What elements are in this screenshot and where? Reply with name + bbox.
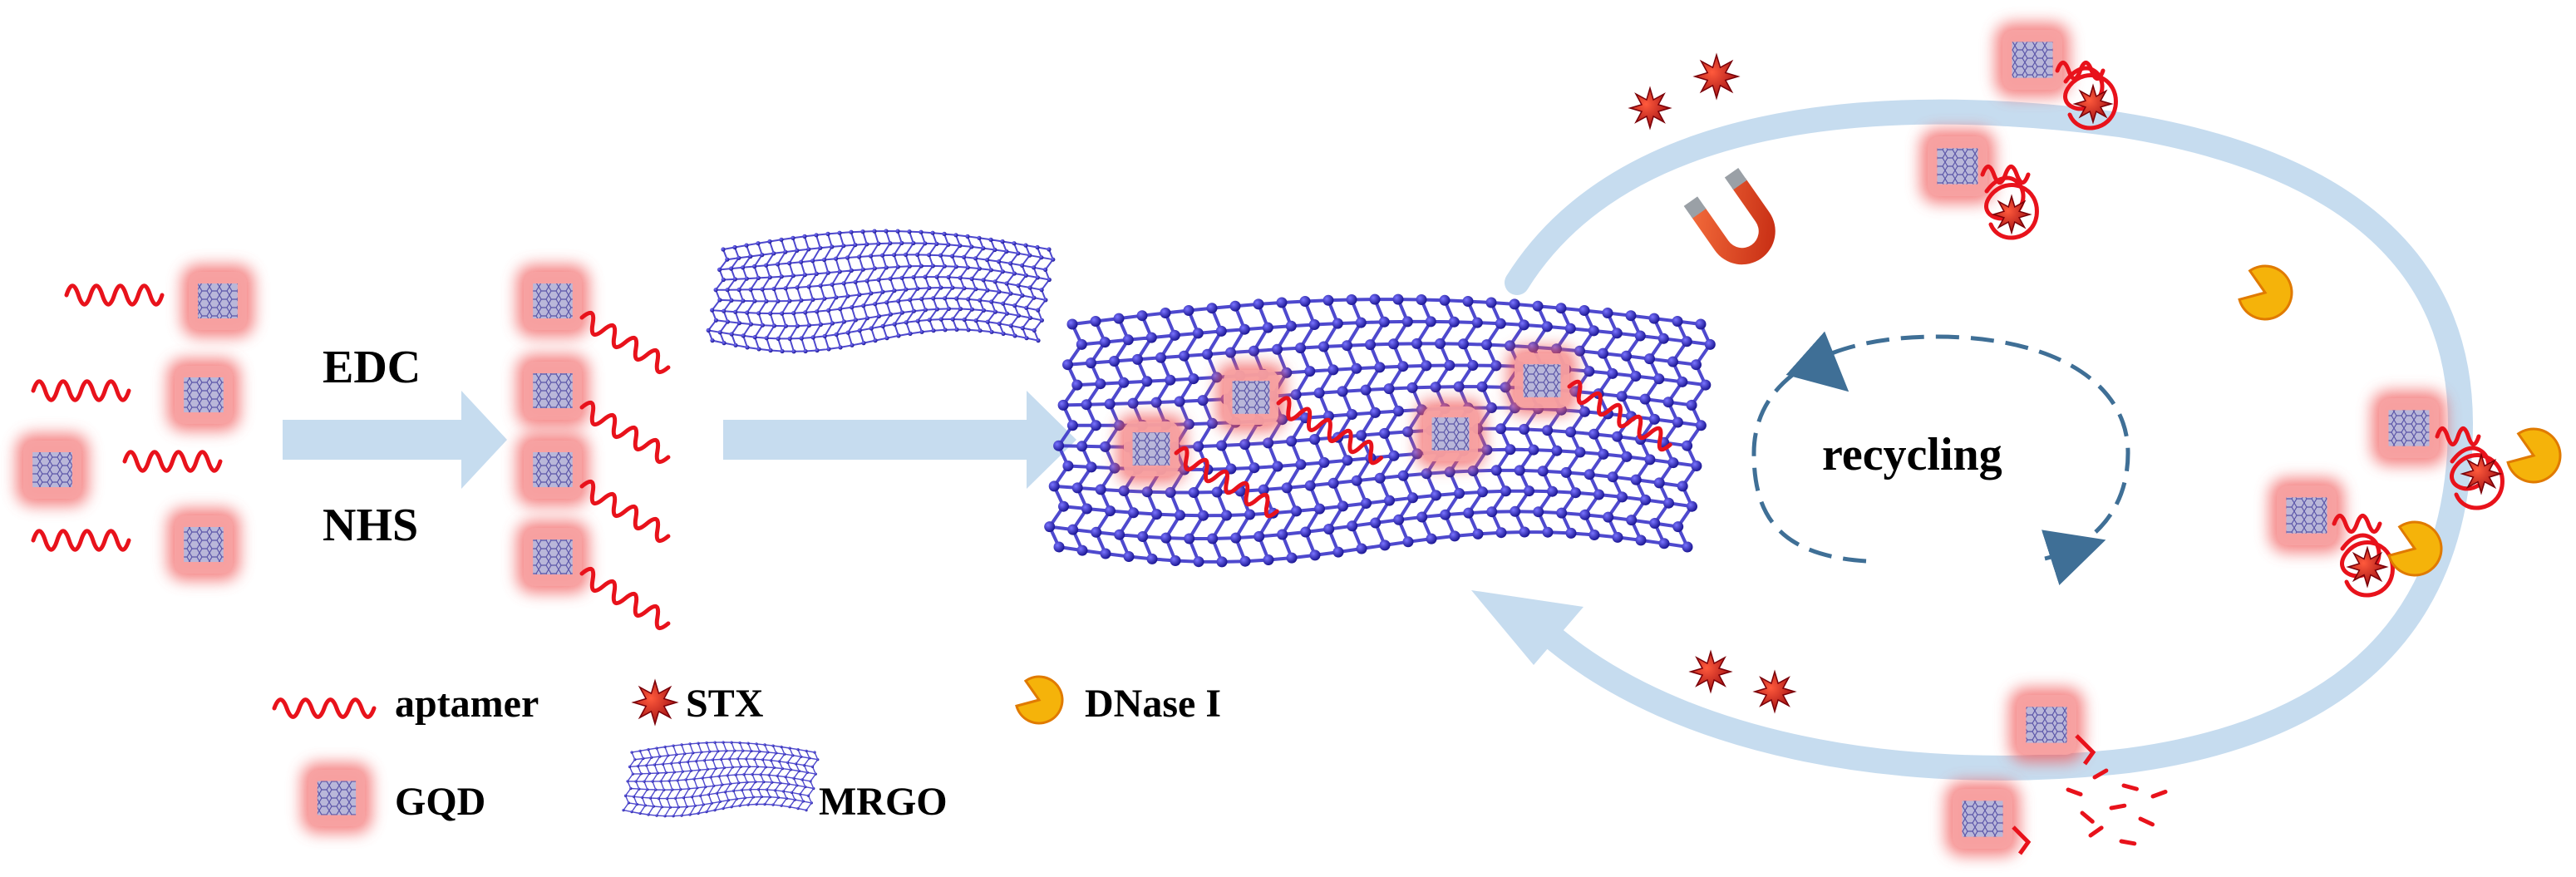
mrgo-legend-icon [622,741,820,818]
gqd [181,264,254,337]
dnase-enzyme [2238,264,2293,321]
cycle-arc [1471,99,2474,781]
stx-bound [1991,194,2032,235]
gqd-complex [2372,391,2446,466]
dnase-enzyme [2506,427,2562,484]
gqd-aptamer-conjugate [516,354,589,427]
stx-bound [2346,545,2389,589]
gqd [16,433,89,506]
legend-stx-icon [631,678,679,727]
adsorbed-aptamer [1174,446,1279,519]
legend-gqd-label: GQD [395,780,485,824]
bound-aptamer [2435,426,2481,447]
adsorbed-gqd [1217,363,1285,431]
legend-mrgo-label: MRGO [819,780,948,824]
recycling-loop: recycling [1751,331,2130,586]
legend-gqd-icon [301,762,372,834]
recycling-label: recycling [1822,429,2002,480]
conjugated-aptamer [579,400,671,465]
dna-fragment [2138,816,2155,827]
gqd-complex [2269,478,2344,553]
mrgo-sheet-icon [706,229,1056,354]
free-aptamer [31,379,131,402]
folded-aptamer [2450,446,2505,510]
dna-fragment [2080,810,2095,824]
free-aptamer [31,529,131,552]
free-aptamer [122,450,223,473]
dna-fragment [2150,790,2168,799]
adsorbed-gqd [1416,400,1485,468]
folded-aptamer [2063,66,2118,131]
dnase-enzyme [2387,520,2443,577]
gqd [167,508,240,581]
legend-aptamer-icon [272,697,377,719]
adsorbed-gqd [1508,347,1576,415]
digested-aptamer [2012,825,2032,855]
stx-molecule [1692,52,1741,101]
adsorbed-gqd [1117,415,1185,483]
bound-aptamer [2332,513,2382,535]
released-gqd [1920,129,1995,204]
free-aptamer [64,283,165,307]
reagent-nhs-label: NHS [323,500,418,551]
cycle-arrowhead [1471,590,1584,665]
adsorbed-aptamer [1276,396,1384,466]
stx-molecule [1688,649,1733,694]
reagent-edc-label: EDC [323,342,421,393]
adsorbed-aptamer [1567,379,1672,452]
legend-aptamer-label: aptamer [395,682,539,726]
folded-aptamer [2340,533,2395,598]
digested-aptamer [2075,734,2096,766]
dna-fragment [2088,825,2104,838]
folded-aptamer [1984,175,2039,240]
dna-fragment [2092,768,2109,780]
stx-bound [2072,83,2114,125]
conjugated-aptamer [579,479,671,544]
stx-molecule [1628,86,1672,131]
conjugated-aptamer [579,310,671,375]
arrow-step-2 [723,391,1076,489]
gqd-aptamer-conjugate [516,520,589,594]
diagram-items [16,22,2562,856]
stx-molecule [1752,669,1797,714]
magnet-icon [1683,168,1776,265]
legend-dnase-label: DNase I [1085,682,1221,726]
released-aptamer [1980,164,2031,185]
stx-bound [2460,452,2503,495]
gqd-aptamer-conjugate [516,433,589,506]
dna-fragment [2121,783,2139,791]
gqd-aptamer-conjugate [516,264,589,337]
recycled-gqd [1945,781,2020,856]
dna-fragment [2066,787,2083,796]
legend-dnase-icon [1015,675,1064,725]
dna-fragment [2119,839,2137,846]
legend-stx-label: STX [686,682,764,726]
released-gqd [1995,22,2070,97]
conjugated-aptamer [579,566,671,631]
recycled-gqd [2009,687,2084,762]
gqd [167,358,240,431]
arrow-step-1 [283,391,507,489]
dna-fragment [2109,803,2127,810]
